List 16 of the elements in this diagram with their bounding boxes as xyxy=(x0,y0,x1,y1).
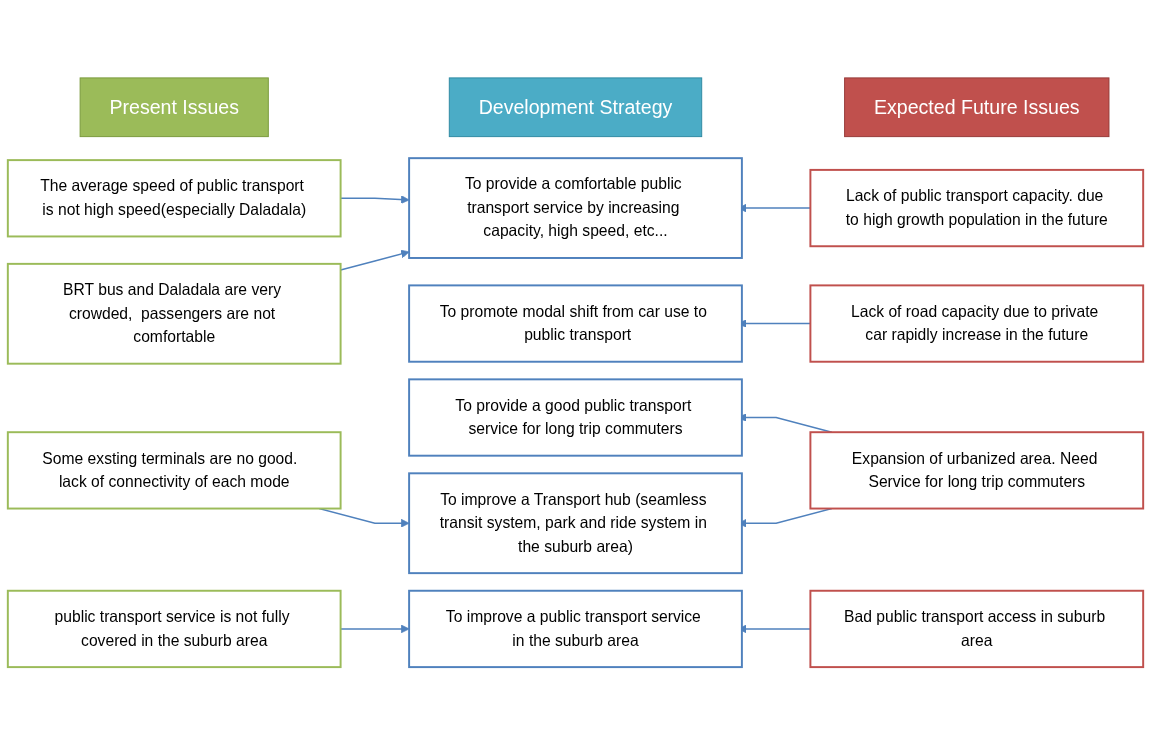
node-box: To provide a comfortable public transport service by increasing capacity, high speed, etc... xyxy=(408,157,743,259)
node-box: BRT bus and Daladala are very crowded, passengers are not comfortable xyxy=(6,262,342,365)
node-box: To provide a good public transport service for long trip commuters xyxy=(408,378,743,457)
node-box: Expansion of urbanized area. Need Service for long trip commuters xyxy=(809,431,1145,510)
node-box: To improve a public transport service in the suburb area xyxy=(408,589,743,669)
node-box: Lack of public transport capacity. due to high growth population in the future xyxy=(809,168,1145,248)
node-box: To promote modal shift from car use to public transport xyxy=(408,284,743,363)
node-box: Present Issues xyxy=(79,77,269,138)
node-box: public transport service is not fully covered in the suburb area xyxy=(6,589,342,669)
node-box: Bad public transport access in suburb area xyxy=(809,589,1145,669)
node-box: To improve a Transport hub (seamless transit system, park and ride system in the suburb area) xyxy=(408,472,743,575)
node-box: The average speed of public transport is not high speed(especially Daladala) xyxy=(6,159,342,238)
node-box: Lack of road capacity due to private car rapidly increase in the future xyxy=(809,284,1145,363)
node-box: Some exsting terminals are no good. lack of connectivity of each mode xyxy=(6,431,342,510)
node-box: Expected Future Issues xyxy=(844,77,1110,138)
node-box: Development Strategy xyxy=(448,77,703,138)
